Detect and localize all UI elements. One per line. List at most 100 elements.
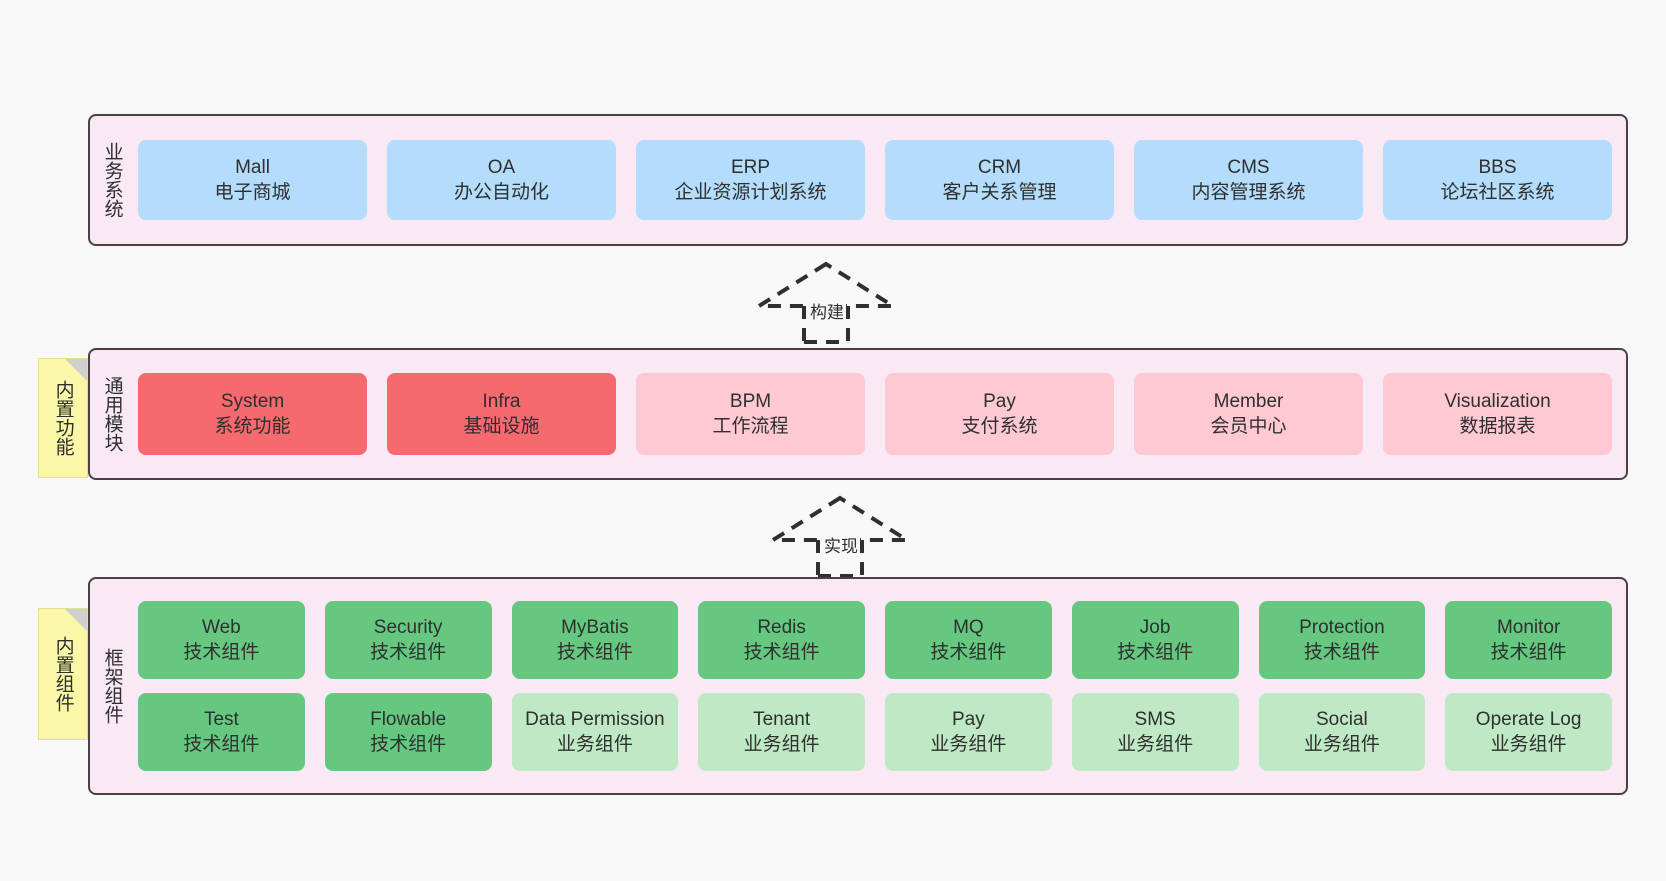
card-security[interactable]: Security 技术组件: [324, 601, 492, 679]
card-pay-component-name: Pay: [952, 708, 985, 730]
card-cms-name: CMS: [1227, 156, 1270, 178]
connector-implement: 实现: [766, 495, 920, 578]
card-infra-name: Infra: [482, 390, 521, 412]
card-bpm-name: BPM: [729, 390, 772, 412]
card-member[interactable]: Member 会员中心: [1134, 373, 1363, 455]
card-data-permission-desc: 业务组件: [556, 734, 633, 755]
framework-biz-row: Test 技术组件 Flowable 技术组件 Data Permission …: [138, 693, 1612, 771]
connector-implement-shape: [766, 495, 914, 578]
card-social-name: Social: [1316, 708, 1368, 730]
card-crm-desc: 客户关系管理: [942, 182, 1057, 203]
card-job-desc: 技术组件: [1117, 642, 1194, 663]
card-cms-desc: 内容管理系统: [1191, 182, 1306, 203]
card-web[interactable]: Web 技术组件: [138, 601, 305, 679]
card-operate-log-desc: 业务组件: [1490, 734, 1567, 755]
card-protection[interactable]: Protection 技术组件: [1258, 601, 1426, 679]
card-crm-name: CRM: [977, 156, 1022, 178]
card-protection-name: Protection: [1299, 616, 1385, 638]
card-pay-component-desc: 业务组件: [930, 734, 1007, 755]
card-oa-name: OA: [487, 156, 516, 178]
card-pay-module-desc: 支付系统: [961, 416, 1038, 437]
card-monitor-desc: 技术组件: [1490, 642, 1567, 663]
card-test[interactable]: Test 技术组件: [138, 693, 305, 771]
layer-framework-title: 框架组件: [101, 648, 123, 724]
card-bpm-desc: 工作流程: [712, 416, 789, 437]
card-mq-name: MQ: [953, 616, 984, 638]
note-fold-icon: [65, 609, 87, 631]
card-protection-desc: 技术组件: [1303, 642, 1380, 663]
card-sms[interactable]: SMS 业务组件: [1071, 693, 1239, 771]
card-erp-name: ERP: [730, 156, 771, 178]
card-erp-desc: 企业资源计划系统: [674, 182, 827, 203]
layer-module: 通用模块 System 系统功能 Infra 基础设施 BPM 工作流程: [88, 348, 1628, 480]
card-bbs-desc: 论坛社区系统: [1440, 182, 1555, 203]
card-mall-desc: 电子商城: [214, 182, 291, 203]
card-visualization-name: Visualization: [1444, 390, 1551, 412]
card-redis[interactable]: Redis 技术组件: [698, 601, 865, 679]
card-system-desc: 系统功能: [214, 416, 291, 437]
card-test-name: Test: [203, 708, 239, 730]
card-security-name: Security: [373, 616, 443, 638]
card-job-name: Job: [1139, 616, 1171, 638]
card-job[interactable]: Job 技术组件: [1071, 601, 1239, 679]
framework-tech-row: Web 技术组件 Security 技术组件 MyBatis 技术组件 Redi…: [138, 601, 1612, 679]
card-bpm[interactable]: BPM 工作流程: [636, 373, 865, 455]
connector-build-shape: [752, 261, 900, 344]
card-tenant-desc: 业务组件: [743, 734, 820, 755]
card-data-permission[interactable]: Data Permission 业务组件: [511, 693, 679, 771]
business-row: Mall 电子商城 OA 办公自动化 ERP 企业资源计划系统 CRM 客户关系…: [138, 140, 1612, 220]
card-web-name: Web: [202, 616, 241, 638]
card-mybatis[interactable]: MyBatis 技术组件: [511, 601, 679, 679]
connector-implement-label: 实现: [822, 532, 860, 557]
connector-build-label: 构建: [808, 298, 846, 323]
card-mall-name: Mall: [235, 156, 270, 178]
card-visualization[interactable]: Visualization 数据报表: [1383, 373, 1612, 455]
card-system[interactable]: System 系统功能: [138, 373, 367, 455]
layer-module-body: System 系统功能 Infra 基础设施 BPM 工作流程 Pay 支付系统: [134, 350, 1626, 478]
note-fold-icon: [65, 359, 87, 381]
layer-business: 业务系统 Mall 电子商城 OA 办公自动化 ERP 企业资源计划系统: [88, 114, 1628, 246]
layer-framework: 框架组件 Web 技术组件 Security 技术组件 MyBatis 技术组: [88, 577, 1628, 795]
card-mq[interactable]: MQ 技术组件: [885, 601, 1052, 679]
card-sms-name: SMS: [1134, 708, 1176, 730]
card-operate-log[interactable]: Operate Log 业务组件: [1445, 693, 1612, 771]
card-member-desc: 会员中心: [1210, 416, 1287, 437]
card-web-desc: 技术组件: [183, 642, 260, 663]
card-mybatis-desc: 技术组件: [556, 642, 633, 663]
card-mq-desc: 技术组件: [930, 642, 1007, 663]
layer-framework-body: Web 技术组件 Security 技术组件 MyBatis 技术组件 Redi…: [134, 579, 1626, 793]
card-tenant[interactable]: Tenant 业务组件: [698, 693, 865, 771]
connector-build: 构建: [752, 261, 906, 344]
card-pay-component[interactable]: Pay 业务组件: [885, 693, 1052, 771]
card-visualization-desc: 数据报表: [1459, 416, 1536, 437]
card-pay-module-name: Pay: [983, 390, 1016, 412]
card-crm[interactable]: CRM 客户关系管理: [885, 140, 1114, 220]
card-data-permission-name: Data Permission: [525, 708, 665, 730]
card-flowable-name: Flowable: [370, 708, 447, 730]
card-operate-log-name: Operate Log: [1475, 708, 1582, 730]
card-sms-desc: 业务组件: [1117, 734, 1194, 755]
card-social-desc: 业务组件: [1303, 734, 1380, 755]
card-infra[interactable]: Infra 基础设施: [387, 373, 616, 455]
card-security-desc: 技术组件: [370, 642, 447, 663]
card-mall[interactable]: Mall 电子商城: [138, 140, 367, 220]
card-erp[interactable]: ERP 企业资源计划系统: [636, 140, 865, 220]
card-monitor[interactable]: Monitor 技术组件: [1445, 601, 1612, 679]
card-redis-desc: 技术组件: [743, 642, 820, 663]
note-builtin-component-label: 内置组件: [52, 636, 74, 712]
layer-business-title: 业务系统: [101, 142, 123, 218]
card-bbs-name: BBS: [1478, 156, 1517, 178]
card-system-name: System: [220, 390, 285, 412]
note-builtin-function: 内置功能: [38, 358, 88, 478]
card-flowable[interactable]: Flowable 技术组件: [324, 693, 492, 771]
card-pay-module[interactable]: Pay 支付系统: [885, 373, 1114, 455]
card-oa[interactable]: OA 办公自动化: [387, 140, 616, 220]
card-tenant-name: Tenant: [753, 708, 811, 730]
layer-business-body: Mall 电子商城 OA 办公自动化 ERP 企业资源计划系统 CRM 客户关系…: [134, 116, 1626, 244]
card-social[interactable]: Social 业务组件: [1258, 693, 1426, 771]
card-monitor-name: Monitor: [1496, 616, 1561, 638]
card-bbs[interactable]: BBS 论坛社区系统: [1383, 140, 1612, 220]
card-mybatis-name: MyBatis: [561, 616, 629, 638]
card-cms[interactable]: CMS 内容管理系统: [1134, 140, 1363, 220]
